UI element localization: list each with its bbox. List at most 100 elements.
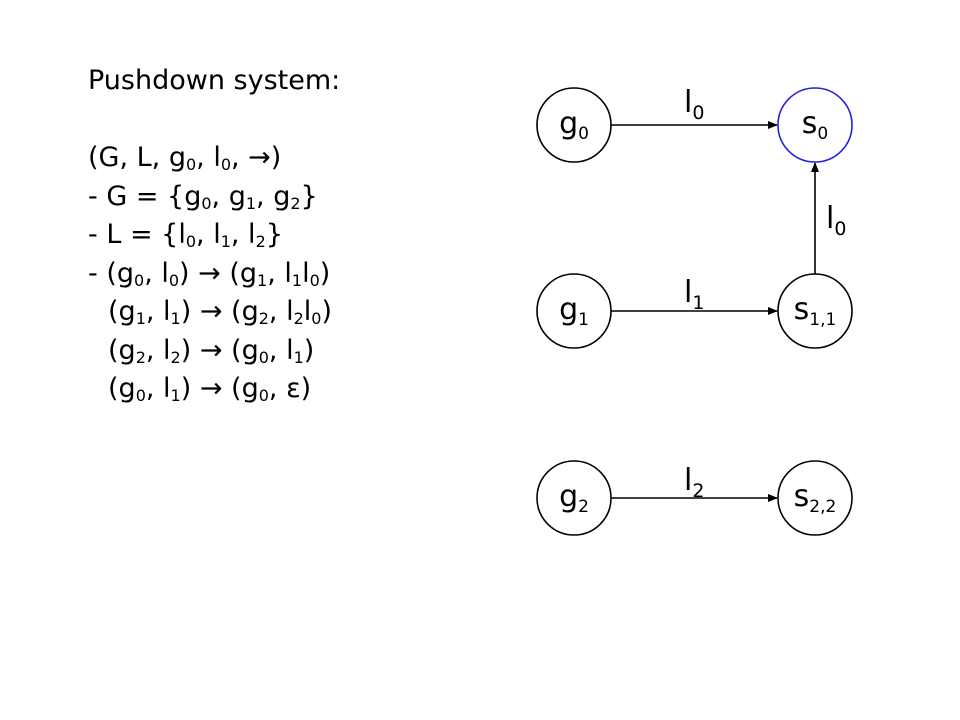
- subscript: 2: [290, 193, 301, 213]
- edge-label-base: l: [684, 275, 692, 310]
- subscript: 2: [255, 232, 266, 251]
- subscript: 1: [135, 309, 146, 328]
- subscript: 1: [170, 386, 181, 405]
- text-run: (G, L, g: [88, 142, 186, 173]
- rule-line-4: (g0, l1) → (g0, ε): [88, 370, 340, 409]
- node-label-g0: g0: [559, 106, 589, 144]
- subscript: 2: [135, 347, 146, 367]
- edge-label-subscript: 0: [692, 102, 704, 124]
- text-run: l: [303, 296, 312, 327]
- text-run: (g: [108, 334, 136, 366]
- edge-label-g0-s0: l0: [684, 85, 704, 124]
- subscript: 0: [309, 270, 320, 290]
- node-s22: s2,2: [777, 460, 853, 536]
- subscript: 2: [170, 347, 181, 367]
- node-label-subscript: 2,2: [809, 497, 836, 517]
- edge-label-subscript: 1: [692, 292, 704, 314]
- text-run: ) → (g: [179, 257, 258, 289]
- text-run: , l: [145, 334, 171, 366]
- text-run: }: [265, 219, 283, 250]
- text-run: , l: [196, 142, 221, 173]
- node-label-base: g: [559, 292, 578, 327]
- edge-label-g2-s22: l2: [684, 463, 704, 502]
- text-run: , l: [268, 296, 294, 327]
- node-label-subscript: 0: [817, 124, 828, 144]
- subscript: 0: [134, 270, 145, 290]
- subscript: 0: [135, 386, 146, 405]
- subscript: 2: [293, 309, 304, 328]
- node-circle-g2: [536, 460, 612, 536]
- g-set-line: - G = {g0, g1, g2}: [88, 178, 340, 217]
- edge-label-subscript: 2: [692, 480, 704, 502]
- node-s0: s0: [777, 87, 853, 163]
- text-run: ): [319, 257, 331, 289]
- tuple-line: (G, L, g0, l0, →): [88, 139, 340, 178]
- subscript: 1: [293, 347, 304, 367]
- text-run: ): [303, 334, 315, 366]
- text-run: , l: [145, 296, 171, 327]
- text-run: , l: [144, 257, 169, 289]
- edge-label-g1-s11: l1: [684, 275, 704, 314]
- edge-label-base: l: [684, 463, 692, 498]
- node-label-subscript: 1: [578, 310, 589, 330]
- text-run: }: [300, 180, 318, 212]
- subscript: 0: [220, 155, 232, 174]
- subscript: 0: [168, 270, 180, 290]
- subscript: 0: [258, 347, 269, 367]
- edge-label-base: l: [826, 201, 834, 236]
- text-run: (g: [108, 373, 136, 404]
- text-run: , l: [196, 219, 221, 250]
- node-circle-s22: [777, 460, 853, 536]
- node-label-base: s: [802, 106, 818, 141]
- node-circle-g1: [536, 273, 612, 349]
- subscript: 0: [258, 386, 269, 405]
- subscript: 1: [291, 270, 303, 290]
- text-run: , ε): [268, 373, 312, 404]
- subscript: 1: [220, 232, 231, 251]
- node-circle-s0: [777, 87, 853, 163]
- subscript: 1: [170, 309, 181, 328]
- subscript: 0: [185, 232, 197, 251]
- node-s11: s1,1: [777, 273, 853, 349]
- node-label-subscript: 1,1: [809, 310, 836, 330]
- text-run: , g: [211, 180, 246, 212]
- definition-title: Pushdown system:: [88, 65, 341, 96]
- text-run: ): [321, 296, 333, 327]
- node-label-g1: g1: [559, 292, 589, 330]
- subscript: 1: [245, 193, 257, 213]
- text-run: , l: [230, 219, 256, 250]
- text-run: (g: [108, 296, 136, 327]
- text-run: - (g: [88, 257, 134, 289]
- node-g2: g2: [536, 460, 612, 536]
- subscript: 0: [185, 155, 197, 174]
- text-run: , l: [145, 373, 171, 404]
- rule-line-3: (g2, l2) → (g0, l1): [88, 332, 340, 371]
- node-label-base: s: [794, 479, 810, 514]
- text-run: - G = {g: [88, 180, 202, 212]
- text-run: - L = {l: [88, 219, 186, 250]
- subscript: 0: [311, 309, 322, 328]
- node-label-g2: g2: [559, 479, 589, 517]
- node-circle-g0: [536, 87, 612, 163]
- node-label-subscript: 0: [578, 124, 589, 144]
- text-run: l: [302, 257, 310, 289]
- definition-lines: (G, L, g0, l0, →)- G = {g0, g1, g2}- L =…: [88, 139, 340, 409]
- text-run: , l: [268, 334, 294, 366]
- text-run: , g: [256, 180, 291, 212]
- text-run: ) → (g: [180, 296, 259, 327]
- node-circle-s11: [777, 273, 853, 349]
- node-g0: g0: [536, 87, 612, 163]
- l-set-line: - L = {l0, l1, l2}: [88, 216, 340, 255]
- edge-label-subscript: 0: [834, 218, 846, 240]
- text-run: , l: [267, 257, 292, 289]
- node-g1: g1: [536, 273, 612, 349]
- node-label-s0: s0: [802, 106, 828, 144]
- subscript: 2: [258, 309, 269, 328]
- edge-label-s11-s0: l0: [826, 201, 846, 240]
- node-label-subscript: 2: [578, 497, 589, 517]
- node-label-s11: s1,1: [794, 292, 837, 330]
- rule-line-2: (g1, l1) → (g2, l2l0): [88, 293, 340, 332]
- subscript: 1: [257, 270, 268, 290]
